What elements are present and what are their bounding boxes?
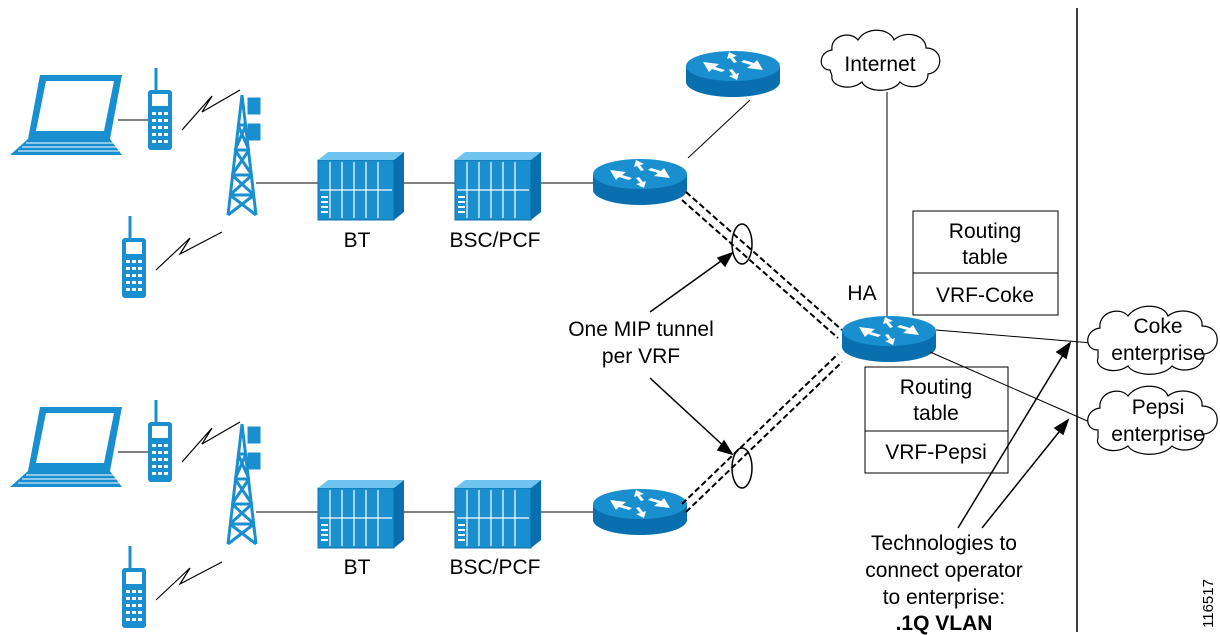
radio-link-icon: [155, 231, 223, 271]
internet-label: Internet: [844, 53, 915, 76]
pepsi-routing-table: Routing table VRF-Pepsi: [864, 366, 1009, 474]
pepsi-table-line1: Routing: [900, 376, 972, 399]
vrf-pepsi-label: VRF-Pepsi: [885, 441, 987, 464]
bsc-pcf-label: BSC/PCF: [449, 556, 540, 579]
tunnel-label-line2: per VRF: [602, 345, 680, 368]
internet-cloud: [820, 29, 941, 91]
radio-link-icon: [155, 561, 223, 601]
tech-label-line2: connect operator: [865, 559, 1023, 582]
coke-enterprise-cloud: [1087, 305, 1218, 375]
ha-router-icon: [842, 316, 936, 362]
pepsi-label-line1: Pepsi: [1132, 396, 1185, 419]
phone-icon: [120, 214, 148, 300]
tech-label-line3: to enterprise:: [883, 586, 1006, 609]
mip-tunnels: [681, 191, 843, 513]
tunnel-arrows: [649, 251, 734, 456]
figure-id: 116517: [1200, 579, 1217, 628]
radio-link-icon: [181, 89, 241, 131]
pepsi-table-line2: table: [913, 402, 959, 425]
coke-table-line1: Routing: [949, 220, 1021, 243]
tunnel-label-line1: One MIP tunnel: [568, 318, 714, 341]
coke-table-line2: table: [962, 246, 1008, 269]
bt-label: BT: [344, 229, 371, 252]
vrf-coke-label: VRF-Coke: [936, 284, 1034, 307]
pepsi-label-line2: enterprise: [1111, 423, 1204, 446]
bts-rack-icon: [317, 479, 405, 549]
cell-tower-icon: [226, 93, 261, 217]
bottom-access-network: BT BSC/PCF: [9, 398, 687, 630]
phone-icon: [146, 398, 174, 484]
tech-label-line4: .1Q VLAN: [896, 612, 993, 635]
pdsn-router-icon: [593, 159, 687, 205]
tunnel-marker: [731, 447, 753, 489]
bsc-pcf-rack-icon: [454, 479, 542, 549]
bt-label: BT: [344, 556, 371, 579]
top-access-network: BT BSC/PCF: [9, 66, 687, 300]
phone-icon: [146, 66, 174, 152]
cell-tower-icon: [226, 422, 261, 546]
laptop-icon: [9, 406, 123, 488]
ha-label: HA: [847, 282, 876, 305]
tech-label-line1: Technologies to: [871, 532, 1017, 555]
radio-link-icon: [181, 421, 241, 463]
bsc-pcf-label: BSC/PCF: [449, 229, 540, 252]
bsc-pcf-rack-icon: [454, 151, 542, 221]
coke-label-line2: enterprise: [1111, 342, 1204, 365]
pdsn-router-icon: [593, 489, 687, 535]
pepsi-enterprise-cloud: [1087, 385, 1218, 455]
phone-icon: [120, 544, 148, 630]
laptop-icon: [9, 74, 123, 156]
coke-routing-table: Routing table VRF-Coke: [912, 210, 1059, 316]
internet-router-icon: [686, 51, 780, 97]
tunnel-marker: [731, 223, 753, 265]
technology-arrows: [957, 341, 1072, 529]
coke-label-line1: Coke: [1133, 315, 1182, 338]
bts-rack-icon: [317, 151, 405, 221]
